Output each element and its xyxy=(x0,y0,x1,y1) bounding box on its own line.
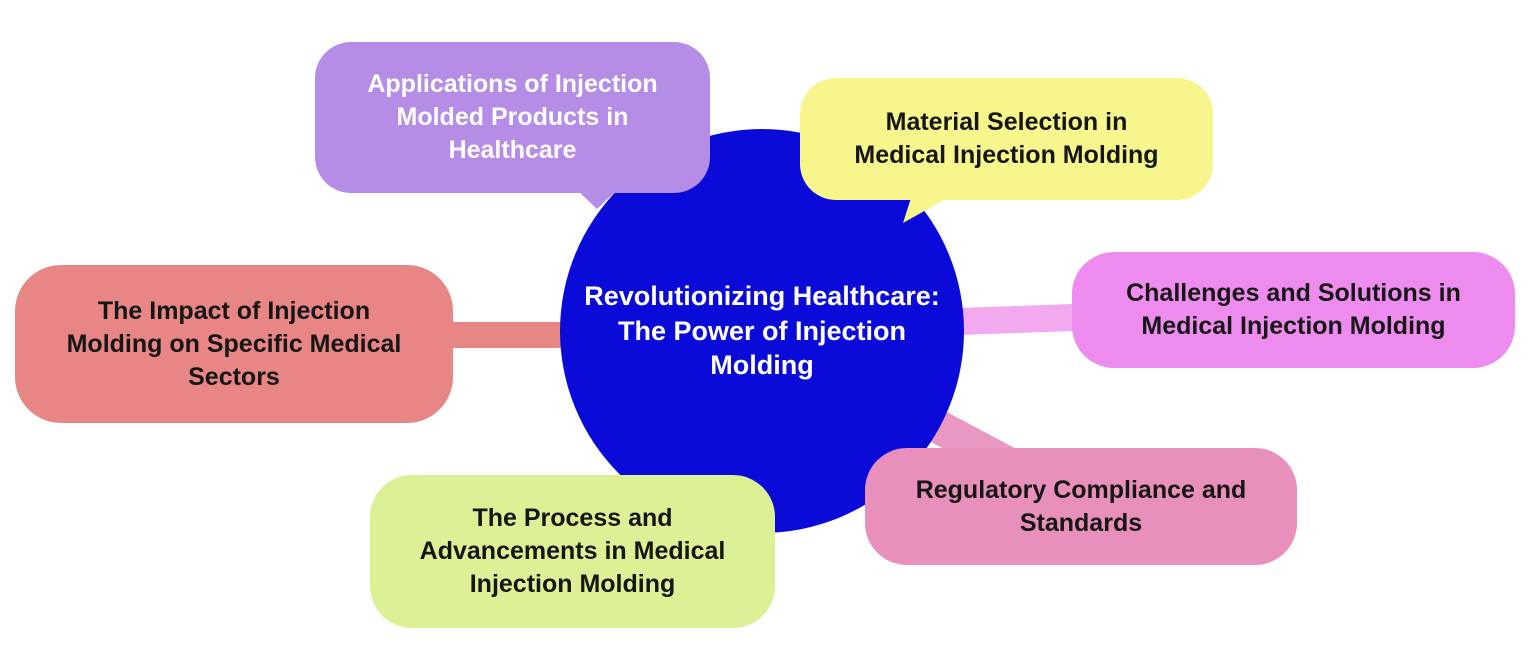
node-process-advancements[interactable]: The Process and Advancements in Medical … xyxy=(370,475,775,628)
node-material-selection[interactable]: Material Selection in Medical Injection … xyxy=(800,78,1213,200)
node-impact-sectors[interactable]: The Impact of Injection Molding on Speci… xyxy=(15,265,453,423)
connector-center-to-impact xyxy=(438,322,578,348)
center-topic-label: Revolutionizing Healthcare: The Power of… xyxy=(584,281,940,381)
connector-center-to-challenges xyxy=(947,303,1085,336)
node-challenges-solutions[interactable]: Challenges and Solutions in Medical Inje… xyxy=(1072,252,1515,368)
node-applications[interactable]: Applications of Injection Molded Product… xyxy=(315,42,710,193)
node-regulatory-compliance[interactable]: Regulatory Compliance and Standards xyxy=(865,448,1297,565)
